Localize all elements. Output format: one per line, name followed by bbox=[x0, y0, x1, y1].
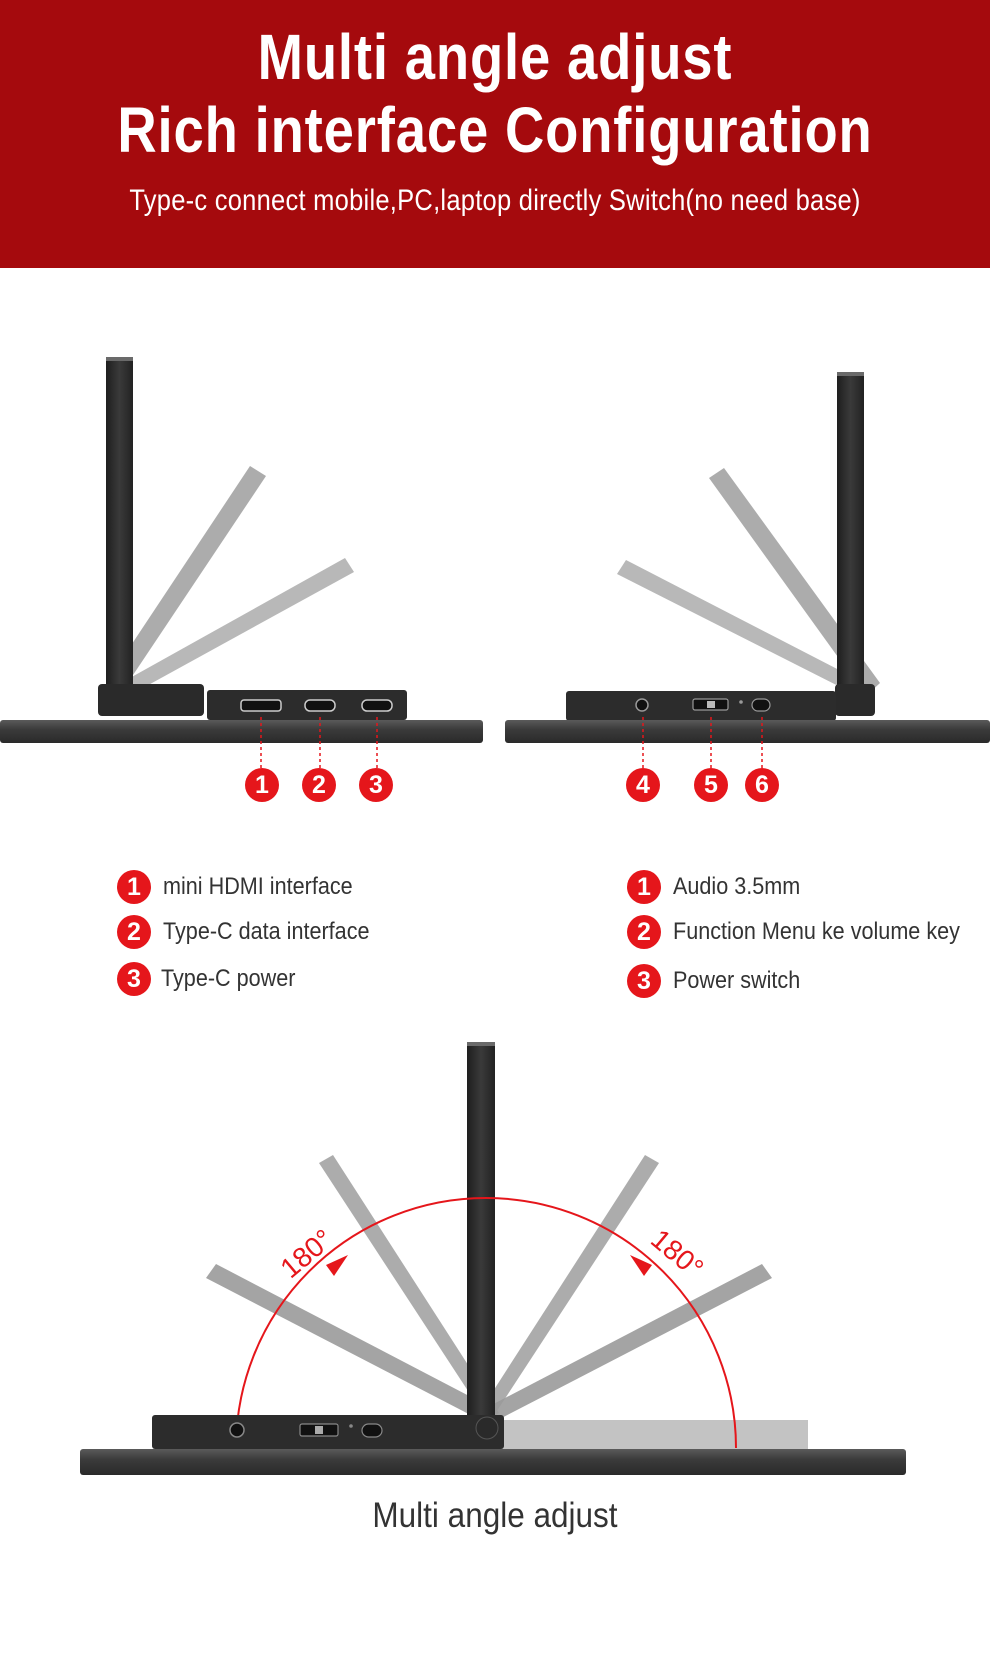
legend-text: Audio 3.5mm bbox=[673, 873, 801, 900]
mini-hdmi-port bbox=[240, 699, 282, 712]
ghost-panel bbox=[112, 558, 354, 700]
ghost-panel bbox=[482, 1264, 772, 1424]
legend-text: mini HDMI interface bbox=[163, 873, 353, 900]
subtitle: Type-c connect mobile,PC,laptop directly… bbox=[129, 184, 861, 217]
legend-text: Function Menu ke volume key bbox=[673, 918, 960, 945]
type-c-power-port bbox=[361, 699, 393, 712]
monitor-base bbox=[80, 1449, 906, 1475]
hinge-block bbox=[98, 684, 204, 716]
ghost-panel bbox=[106, 466, 266, 696]
legend-text: Power switch bbox=[673, 967, 801, 994]
left-side-view bbox=[0, 357, 483, 770]
title-line-2: Rich interface Configuration bbox=[117, 94, 873, 166]
marker-6: 6 bbox=[745, 768, 779, 802]
right-side-view bbox=[505, 372, 990, 770]
ghost-panel bbox=[617, 560, 874, 700]
marker-4: 4 bbox=[626, 768, 660, 802]
monitor-base-left bbox=[0, 720, 483, 743]
ghost-panel bbox=[206, 1264, 496, 1424]
legend-number: 1 bbox=[627, 870, 661, 904]
type-c-data-port bbox=[304, 699, 336, 712]
arrow-head-right bbox=[630, 1255, 652, 1276]
audio-jack bbox=[635, 698, 649, 712]
ghost-panel bbox=[479, 1155, 659, 1420]
hinge-block bbox=[835, 684, 875, 716]
caption: Multi angle adjust bbox=[372, 1496, 618, 1535]
monitor-base-right bbox=[505, 720, 990, 743]
legend-number: 3 bbox=[117, 962, 151, 996]
upright-panel bbox=[106, 357, 133, 687]
upright-panel bbox=[467, 1042, 495, 1418]
power-switch bbox=[751, 698, 771, 712]
marker-2: 2 bbox=[302, 768, 336, 802]
legend-text: Type-C data interface bbox=[163, 918, 370, 945]
upright-panel bbox=[837, 372, 864, 690]
rotation-arc bbox=[235, 1197, 737, 1449]
marker-1: 1 bbox=[245, 768, 279, 802]
legend-number: 3 bbox=[627, 964, 661, 998]
multi-angle-view bbox=[80, 1042, 906, 1475]
legend-number: 1 bbox=[117, 870, 151, 904]
legend-number: 2 bbox=[117, 915, 151, 949]
arrow-head-left bbox=[326, 1255, 348, 1276]
legend-text: Type-C power bbox=[161, 965, 296, 992]
marker-5: 5 bbox=[694, 768, 728, 802]
header-banner: Multi angle adjust Rich interface Config… bbox=[0, 0, 990, 268]
title-line-1: Multi angle adjust bbox=[257, 21, 733, 93]
ghost-panel bbox=[319, 1155, 499, 1420]
marker-3: 3 bbox=[359, 768, 393, 802]
legend-number: 2 bbox=[627, 915, 661, 949]
